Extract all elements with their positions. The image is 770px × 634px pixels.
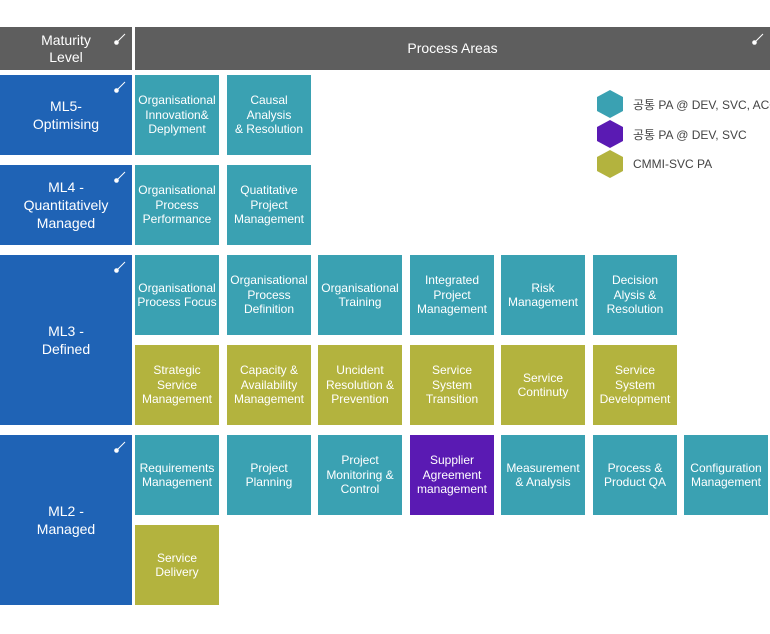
pa-organisational-training: Organisational Training (318, 255, 402, 335)
pa-organisational-process-focus: Organisational Process Focus (135, 255, 219, 335)
pa-decision-analysis-resolution: Decision Alysis & Resolution (593, 255, 677, 335)
pa-causal-analysis-resolution: Causal Analysis & Resolution (227, 75, 311, 155)
legend-item-common-dev-svc: 공통 PA @ DEV, SVC (596, 119, 747, 149)
process-areas-header-label: Process Areas (407, 40, 498, 56)
pa-service-continuity: Service Continuty (501, 345, 585, 425)
pa-organisational-process-performance: Organisational Process Performance (135, 165, 219, 245)
legend-label: 공통 PA @ DEV, SVC, ACQ (633, 97, 770, 112)
maturity-level-header-label: Maturity Level (41, 31, 91, 65)
pa-supplier-agreement-management: Supplier Agreement management (410, 435, 494, 515)
level-ml4-label: ML4 - Quantitatively Managed (23, 179, 109, 231)
level-ml5: ML5- Optimising (0, 75, 132, 155)
pin-corner-icon (114, 441, 126, 453)
pa-risk-management: Risk Management (501, 255, 585, 335)
maturity-level-header: Maturity Level (0, 27, 132, 70)
pa-service-system-development: Service System Development (593, 345, 677, 425)
pa-requirements-management: Requirements Management (135, 435, 219, 515)
pa-process-product-qa: Process & Product QA (593, 435, 677, 515)
level-ml3-label: ML3 - Defined (41, 323, 91, 357)
pa-incident-resolution-prevention: Uncident Resolution & Prevention (318, 345, 402, 425)
pin-corner-icon (114, 171, 126, 183)
pa-strategic-service-management: Strategic Service Management (135, 345, 219, 425)
pa-service-delivery: Service Delivery (135, 525, 219, 605)
pin-corner-icon (752, 33, 764, 45)
hexagon-icon (597, 120, 623, 148)
pa-capacity-availability-management: Capacity & Availability Management (227, 345, 311, 425)
pa-integrated-project-management: Integrated Project Management (410, 255, 494, 335)
pa-organisational-innovation-deployment: Organisational Innovation& Deplyment (135, 75, 219, 155)
legend-label: CMMI-SVC PA (633, 157, 713, 171)
pin-corner-icon (114, 33, 126, 45)
process-areas-header: Process Areas (135, 27, 770, 70)
legend-label: 공통 PA @ DEV, SVC (633, 127, 747, 142)
hexagon-icon (597, 150, 623, 178)
pa-organisational-process-definition: Organisational Process Definition (227, 255, 311, 335)
hexagon-icon (597, 90, 623, 118)
pin-corner-icon (114, 261, 126, 273)
level-ml3: ML3 - Defined (0, 255, 132, 425)
level-ml2-label: ML2 - Managed (36, 503, 96, 537)
legend-item-cmmi-svc: CMMI-SVC PA (596, 149, 712, 179)
level-ml2: ML2 - Managed (0, 435, 132, 605)
level-ml4: ML4 - Quantitatively Managed (0, 165, 132, 245)
pa-measurement-analysis: Measurement & Analysis (501, 435, 585, 515)
legend-item-common-dev-svc-acq: 공통 PA @ DEV, SVC, ACQ (596, 89, 770, 119)
pa-quantitative-project-management: Quatitative Project Management (227, 165, 311, 245)
pa-project-planning: Project Planning (227, 435, 311, 515)
level-ml5-label: ML5- Optimising (32, 98, 100, 132)
pa-project-monitoring-control: Project Monitoring & Control (318, 435, 402, 515)
pa-service-system-transition: Service System Transition (410, 345, 494, 425)
pa-configuration-management: Configuration Management (684, 435, 768, 515)
pin-corner-icon (114, 81, 126, 93)
